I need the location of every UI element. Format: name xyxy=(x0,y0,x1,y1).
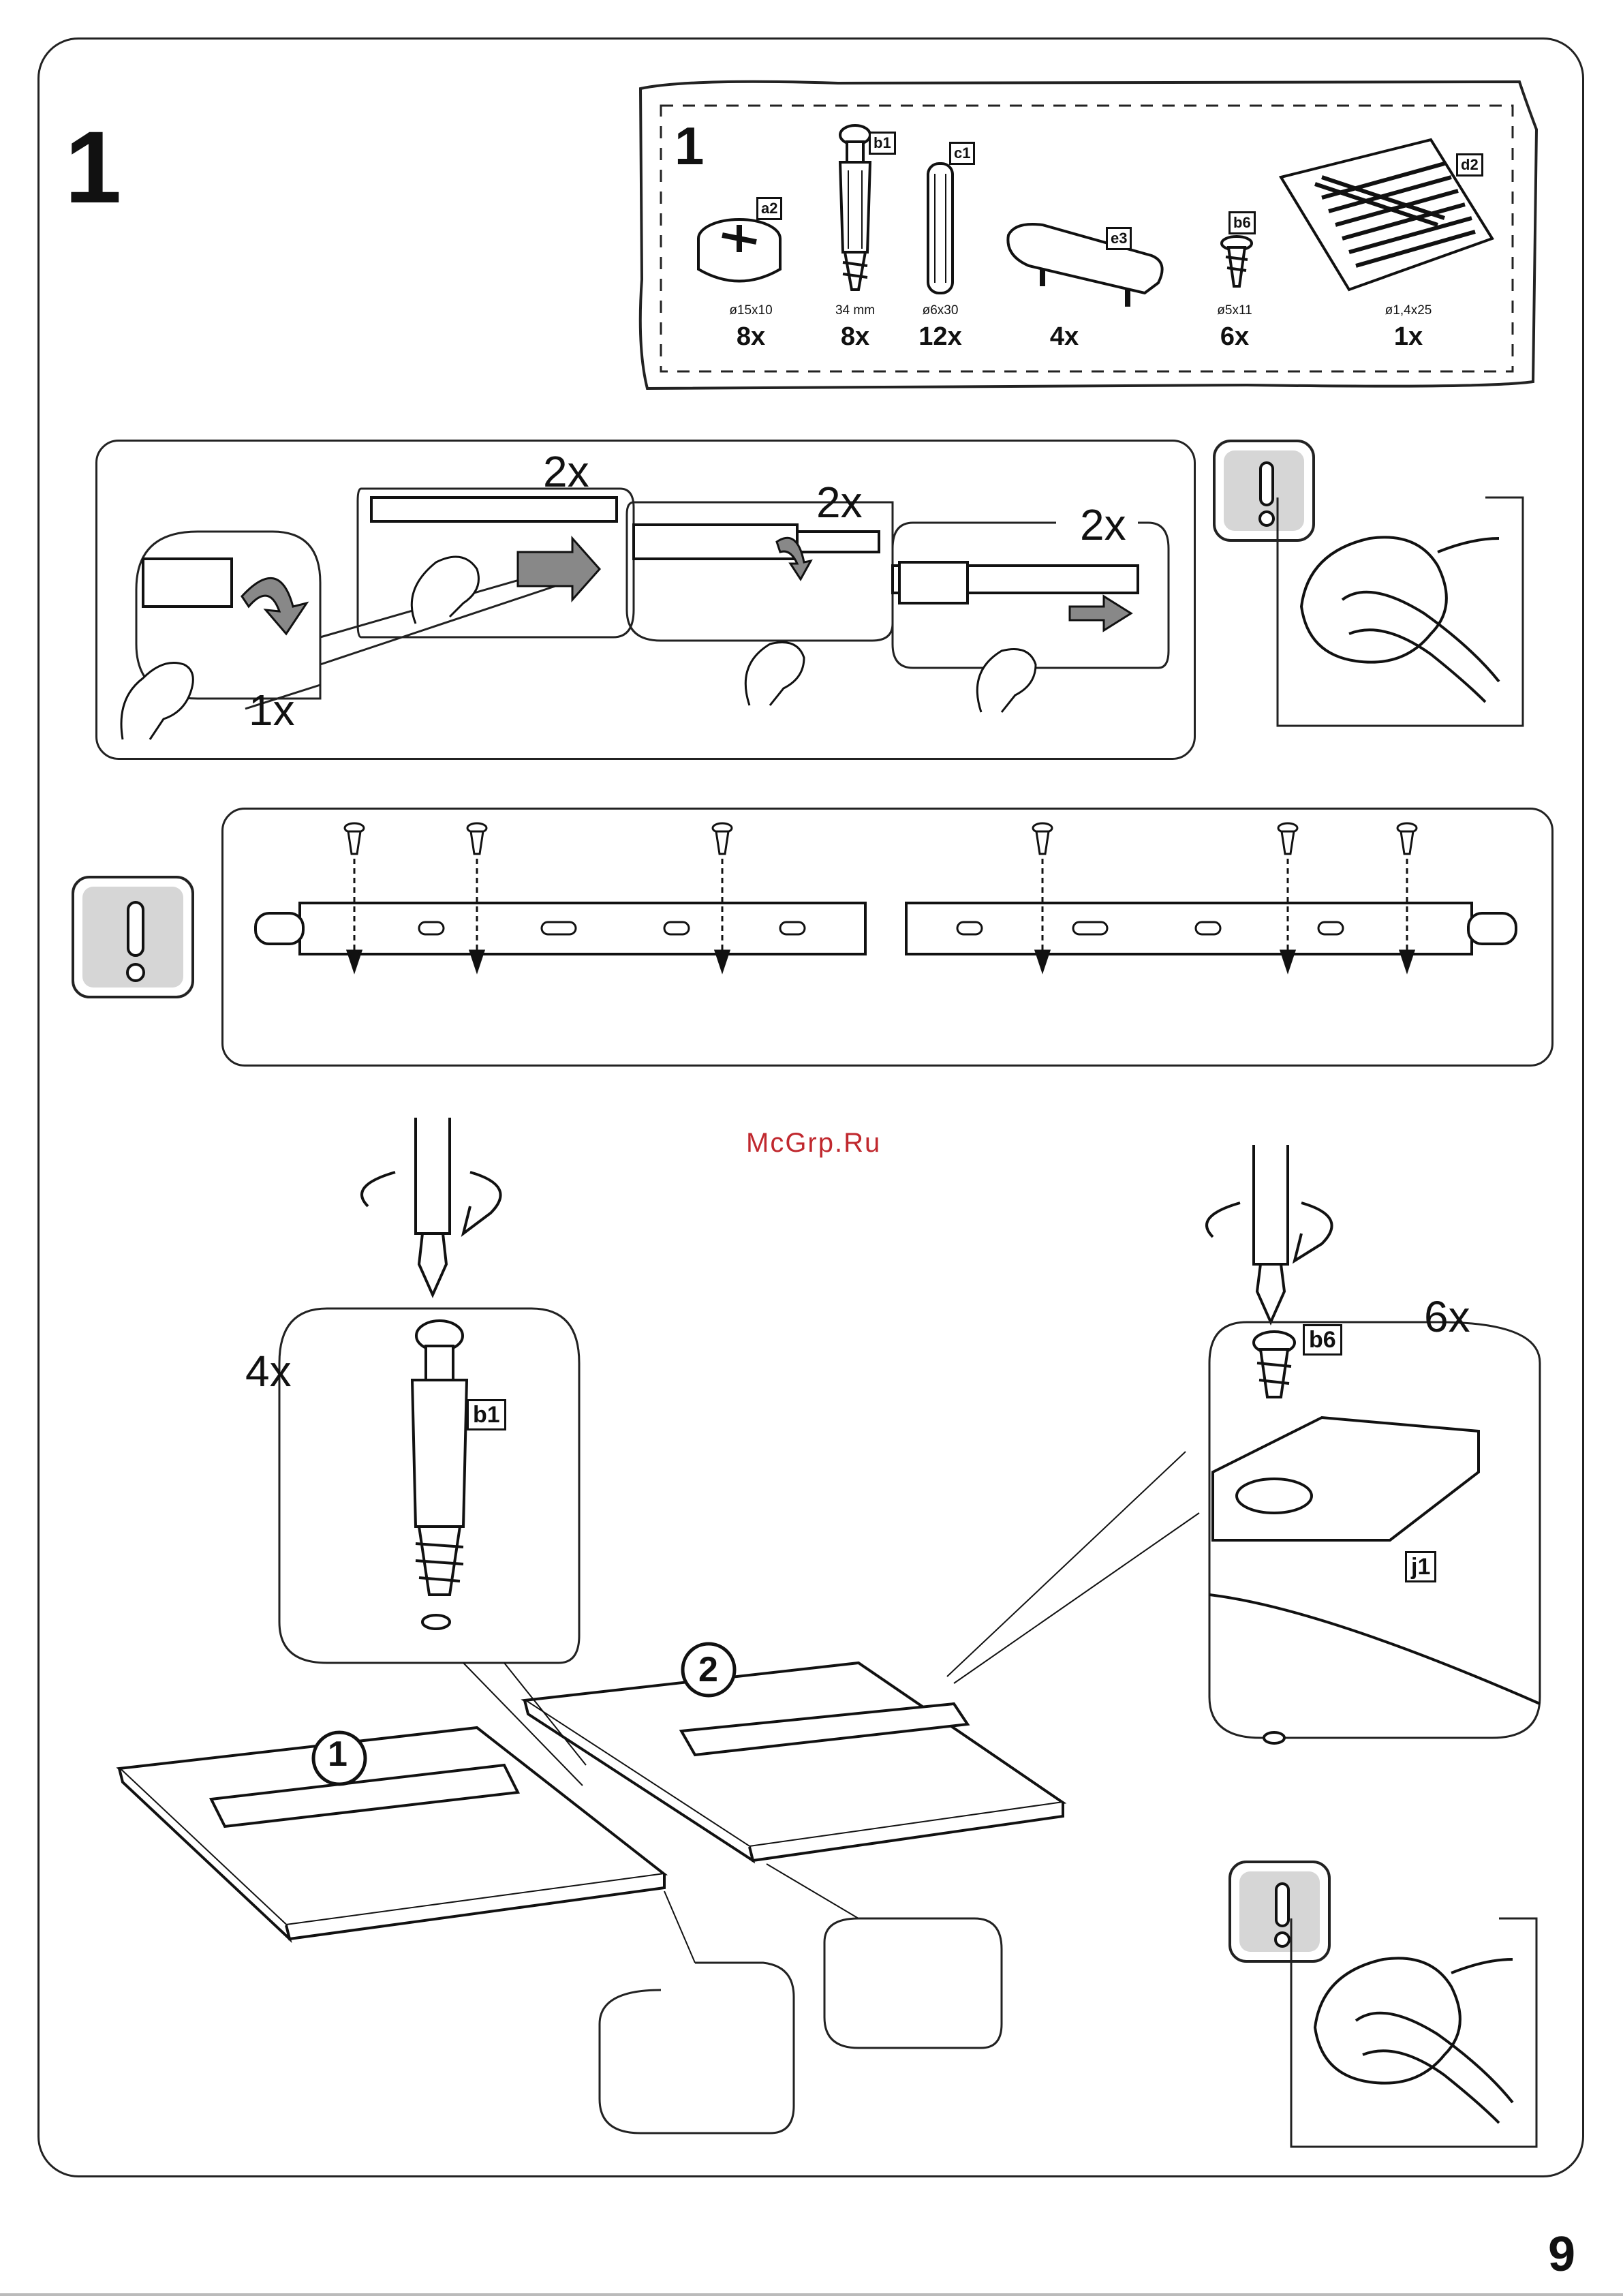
parts-step-label: 1 xyxy=(675,119,704,172)
rail-label-2x-b: 2x xyxy=(816,480,863,524)
cleaning-cloth-icon xyxy=(1281,1918,1540,2150)
dowel-tag: b1 xyxy=(467,1399,506,1430)
part-e3: 4x xyxy=(1006,303,1122,352)
rail-tag: j1 xyxy=(1405,1551,1436,1582)
part-size: ø1,4x25 xyxy=(1350,303,1466,318)
part-tag-b1: b1 xyxy=(869,132,896,155)
part-tag-a2: a2 xyxy=(756,197,782,220)
part-tag-d2: d2 xyxy=(1456,153,1483,177)
wooden-dowel-icon xyxy=(920,160,961,296)
cleaning-cloth-icon xyxy=(1267,498,1526,729)
footer-divider xyxy=(0,2293,1623,2296)
part-tag-b6: b6 xyxy=(1228,211,1256,234)
part-qty: 1x xyxy=(1350,322,1466,352)
screw-count-label: 6x xyxy=(1424,1295,1470,1338)
part-size: ø6x30 xyxy=(882,303,998,318)
part-qty: 4x xyxy=(1006,322,1122,352)
part-qty: 12x xyxy=(882,322,998,352)
part-tag-e3: e3 xyxy=(1106,227,1132,250)
panel-2-number: 2 xyxy=(698,1652,718,1687)
part-tag-c1: c1 xyxy=(949,142,975,165)
part-b6: ø5x11 6x xyxy=(1177,303,1293,352)
dowel-count-label: 4x xyxy=(245,1349,292,1393)
part-qty: 6x xyxy=(1177,322,1293,352)
small-screw-icon xyxy=(1216,235,1257,290)
rail-screw-positions xyxy=(221,808,1554,1067)
screw-tag: b6 xyxy=(1303,1324,1342,1356)
part-d2: ø1,4x25 1x xyxy=(1350,303,1466,352)
cam-lock-icon xyxy=(692,215,787,290)
part-size: ø15x10 xyxy=(693,303,809,318)
exclamation-icon xyxy=(72,876,194,998)
part-a2: ø15x10 8x xyxy=(693,303,809,352)
part-c1: ø6x30 12x xyxy=(882,303,998,352)
handle-icon xyxy=(1002,218,1172,313)
rail-label-2x-c: 2x xyxy=(1080,503,1126,547)
rail-label-1x: 1x xyxy=(249,688,295,732)
page-number: 9 xyxy=(1548,2230,1575,2279)
rail-label-2x-a: 2x xyxy=(543,450,589,493)
panel-1-number: 1 xyxy=(328,1736,347,1772)
part-qty: 8x xyxy=(693,322,809,352)
screwdriver-icon xyxy=(362,1118,501,1295)
step-number: 1 xyxy=(65,116,121,218)
part-size: ø5x11 xyxy=(1177,303,1293,318)
part-size xyxy=(1006,303,1122,318)
